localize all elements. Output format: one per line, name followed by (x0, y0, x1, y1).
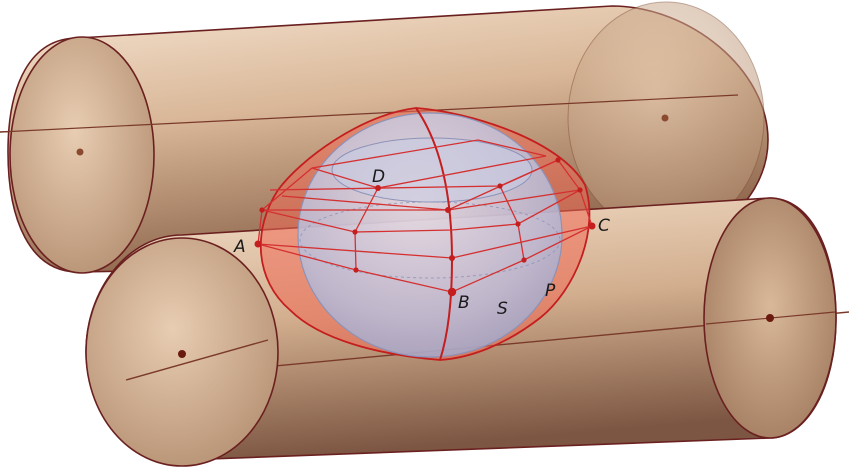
marker-right-1 (515, 221, 521, 227)
section-lines (257, 139, 593, 293)
back-cylinder-cap-left (9, 36, 155, 274)
marker-right-5 (577, 187, 583, 193)
marker-a (254, 240, 262, 248)
marker-left-1 (259, 207, 265, 213)
label-p: P (545, 281, 556, 301)
marker-right-3 (497, 183, 503, 189)
sphere-equator (299, 201, 561, 279)
section-quad-5 (261, 189, 581, 233)
marker-d (375, 185, 381, 191)
section-quad-1 (311, 139, 547, 189)
back-axis-point-left (76, 148, 84, 156)
marker-c (588, 222, 596, 230)
label-c: C (598, 216, 610, 236)
section-markers (254, 157, 596, 297)
marker-left-3 (352, 229, 358, 235)
marker-left-2 (353, 267, 359, 273)
section-quad-11 (281, 195, 449, 211)
label-a: A (233, 237, 246, 257)
front-axis-point-right (766, 314, 774, 322)
front-axis-cap-left (125, 339, 269, 381)
marker-mid (449, 255, 455, 261)
marker-b (447, 287, 457, 297)
label-b: B (458, 293, 470, 313)
marker-right-4 (555, 157, 561, 163)
back-axis-point-right (661, 114, 669, 122)
label-d: D (372, 167, 385, 187)
section-quad-12 (447, 159, 559, 211)
marker-right-2 (521, 257, 527, 263)
marker-top (445, 207, 451, 213)
back-axis-inner (0, 94, 739, 133)
label-s: S (497, 299, 508, 319)
front-axis-point-left (178, 350, 186, 358)
